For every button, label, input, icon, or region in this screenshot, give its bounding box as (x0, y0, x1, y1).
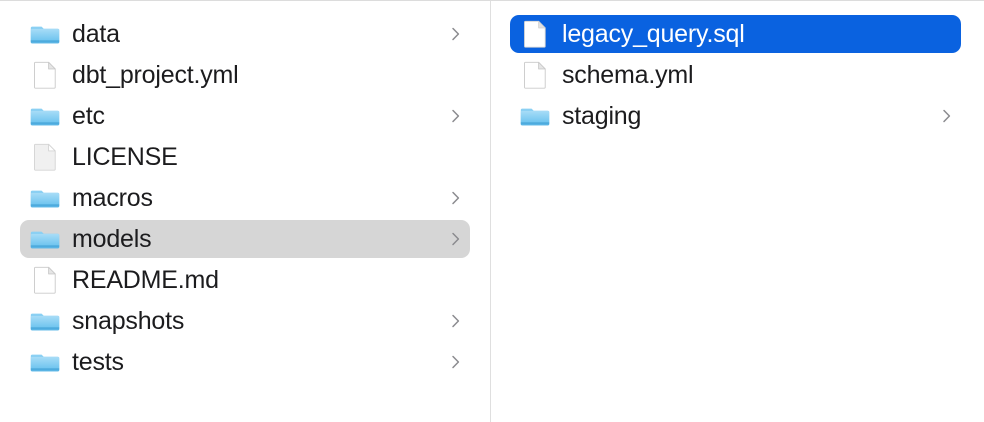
chevron-right-icon[interactable] (941, 107, 953, 125)
item-label: macros (72, 184, 153, 212)
item-label: schema.yml (562, 61, 694, 89)
document-icon (30, 60, 60, 90)
models-column: legacy_query.sql schema.yml staging (491, 1, 983, 422)
folder-icon (30, 306, 60, 336)
item-label: dbt_project.yml (72, 61, 239, 89)
item-label: tests (72, 348, 124, 376)
folder-row[interactable]: data (20, 15, 470, 53)
item-label: LICENSE (72, 143, 178, 171)
project-root-column: data dbt_project.yml etc LICENSE (0, 1, 491, 422)
folder-icon (520, 101, 550, 131)
file-row[interactable]: legacy_query.sql (510, 15, 961, 53)
folder-row[interactable]: models (20, 220, 470, 258)
document-icon (30, 265, 60, 295)
chevron-right-icon[interactable] (450, 312, 462, 330)
folder-icon (30, 347, 60, 377)
folder-icon (30, 101, 60, 131)
chevron-right-icon[interactable] (450, 107, 462, 125)
folder-icon (30, 224, 60, 254)
folder-row[interactable]: etc (20, 97, 470, 135)
item-label: README.md (72, 266, 219, 294)
item-label: legacy_query.sql (562, 20, 745, 48)
file-row[interactable]: README.md (20, 261, 470, 299)
generic-document-icon (30, 142, 60, 172)
folder-row[interactable]: macros (20, 179, 470, 217)
folder-row[interactable]: tests (20, 343, 470, 381)
item-label: models (72, 225, 152, 253)
folder-row[interactable]: snapshots (20, 302, 470, 340)
item-label: etc (72, 102, 105, 130)
chevron-right-icon[interactable] (450, 353, 462, 371)
folder-icon (30, 19, 60, 49)
file-row[interactable]: schema.yml (510, 56, 961, 94)
chevron-right-icon[interactable] (450, 189, 462, 207)
document-icon (520, 19, 550, 49)
item-label: staging (562, 102, 642, 130)
item-label: data (72, 20, 120, 48)
folder-icon (30, 183, 60, 213)
chevron-right-icon[interactable] (450, 25, 462, 43)
folder-row[interactable]: staging (510, 97, 961, 135)
item-label: snapshots (72, 307, 185, 335)
file-row[interactable]: dbt_project.yml (20, 56, 470, 94)
document-icon (520, 60, 550, 90)
file-row[interactable]: LICENSE (20, 138, 470, 176)
chevron-right-icon[interactable] (450, 230, 462, 248)
